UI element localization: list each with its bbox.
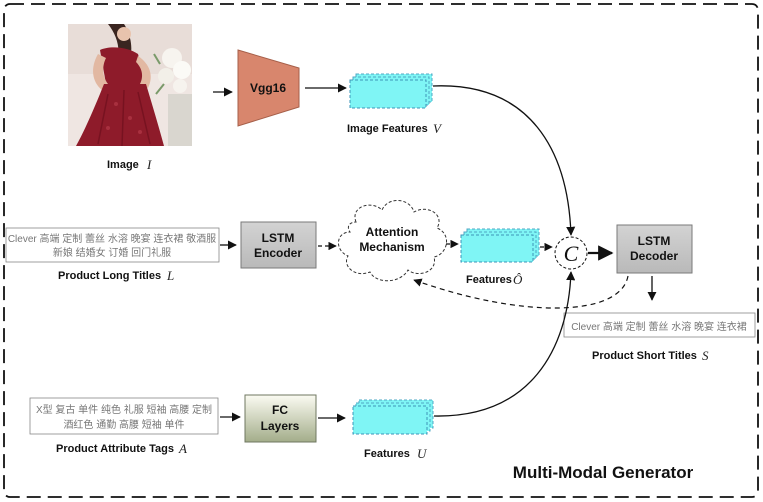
features-u-label: Features [364,448,410,460]
fc-layers-box [244,394,317,443]
fc-layers-line2: Layers [261,419,300,433]
image-features-math: V [433,121,443,136]
image-features-label: Image Features [347,123,428,135]
short-titles-box [563,312,756,338]
image-math: I [146,157,152,172]
lstm-decoder-line2: Decoder [630,249,678,263]
attr-tags-line1: X型 复古 单件 纯色 礼服 短袖 高腰 定制 [36,403,212,416]
feedback-decoder-to-attention [413,275,629,309]
attr-tags-label: Product Attribute Tags [56,443,174,455]
lstm-encoder-line2: Encoder [254,246,302,260]
long-titles-line2: 新娘 结婚女 订婚 回门礼服 [53,246,171,259]
image-features-block [349,73,433,109]
attention-cloud [338,200,447,282]
short-titles-text: Clever 高端 定制 蕾丝 水溶 晚宴 连衣裙 [571,320,747,333]
features-o-block [460,228,540,263]
lstm-decoder-line1: LSTM [638,234,671,248]
vgg16-label: Vgg16 [250,81,286,95]
curve-v-to-concat [432,85,576,236]
attr-tags-line2: 酒红色 通勤 高腰 短袖 单件 [63,418,184,431]
concat-symbol: C [564,241,579,266]
attention-line1: Attention [366,225,419,239]
long-titles-box [5,227,220,263]
image-label: Image [107,159,139,171]
features-u-math: U [417,446,428,461]
curve-u-to-concat [433,271,576,417]
long-titles-label: Product Long Titles [58,270,161,282]
short-titles-math: S [702,348,709,363]
features-u-block [352,399,434,435]
long-titles-line1: Clever 高端 定制 蕾丝 水溶 晚宴 连衣裙 敬酒服 [8,232,216,245]
generator-title: Multi-Modal Generator [513,463,694,482]
features-o-label: Features [466,274,512,286]
attention-line2: Mechanism [359,240,424,254]
long-titles-math: L [166,268,174,283]
attr-tags-box [29,397,219,435]
generator-frame [3,3,759,498]
concat-node [554,236,588,270]
lstm-encoder-box [240,221,317,269]
lstm-encoder-line1: LSTM [262,231,295,245]
attr-tags-math: A [178,441,187,456]
fc-layers-line1: FC [272,403,288,417]
vgg16-block [237,49,300,127]
features-o-math: Ô [513,272,523,287]
product-image [68,24,192,146]
lstm-decoder-box [616,224,693,274]
short-titles-label: Product Short Titles [592,350,697,362]
